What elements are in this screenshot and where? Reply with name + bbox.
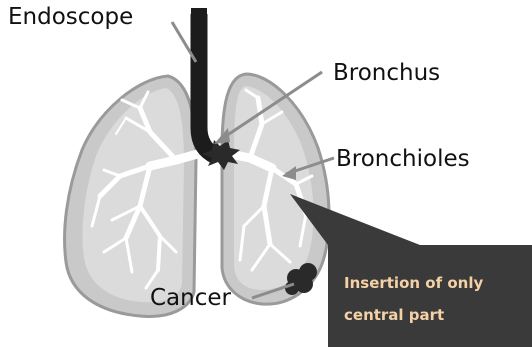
endoscope-label: Endoscope	[8, 4, 133, 30]
endoscope-tube	[191, 8, 216, 156]
bronchus-label: Bronchus	[333, 60, 440, 86]
callout-box: Insertion of only central part	[328, 245, 532, 347]
left-lung	[65, 76, 196, 316]
callout-text: Insertion of only central part	[344, 267, 529, 331]
cancer-label: Cancer	[150, 285, 231, 311]
bronchioles-label: Bronchioles	[336, 146, 470, 172]
